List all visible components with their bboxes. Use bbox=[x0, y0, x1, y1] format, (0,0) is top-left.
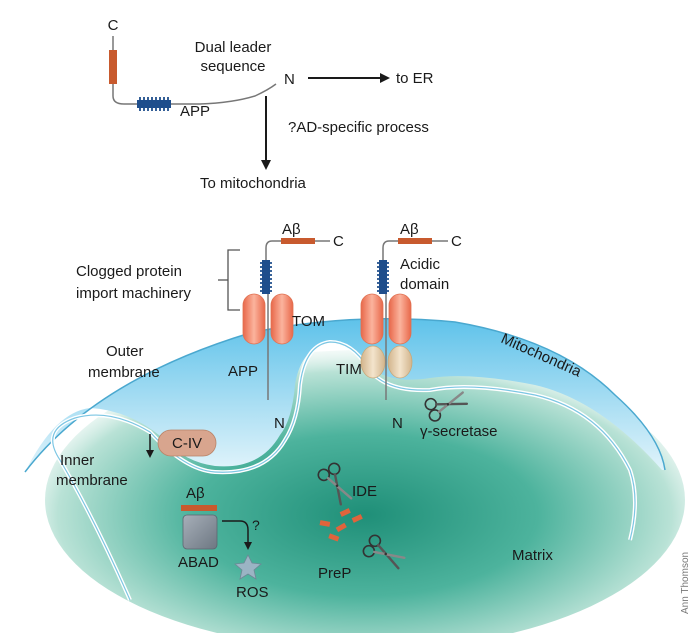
helix-right bbox=[376, 259, 390, 295]
ros-label: ROS bbox=[236, 584, 269, 601]
ros-star-icon bbox=[234, 554, 262, 580]
abeta-fragments bbox=[319, 508, 363, 542]
abad-shape bbox=[182, 514, 218, 550]
app-chain bbox=[112, 84, 137, 105]
acidic-domain-line2: domain bbox=[400, 276, 449, 293]
dual-leader-label-line1: Dual leader bbox=[195, 39, 272, 56]
complex-iv-shape bbox=[157, 429, 217, 457]
artist-credit: Ann Thomson bbox=[680, 552, 691, 614]
outer-membrane-edge bbox=[24, 318, 666, 473]
tom-pore-left-a bbox=[242, 293, 266, 345]
clogged-label-line2: import machinery bbox=[76, 285, 192, 302]
abad-ros-arrow bbox=[222, 520, 252, 550]
clogged-bracket bbox=[227, 249, 240, 311]
to-mitochondria-label: To mitochondria bbox=[200, 175, 307, 192]
abad-label: ABAD bbox=[178, 554, 219, 571]
ad-specific-label: ?AD-specific process bbox=[288, 119, 429, 136]
app-tom-tim-complex-right: Aβ C Acidic domain TIM N bbox=[336, 221, 462, 432]
c-terminus-label: C bbox=[108, 17, 119, 34]
abeta-segment-top bbox=[109, 50, 117, 84]
tim-label: TIM bbox=[336, 361, 362, 378]
c-label-left: C bbox=[333, 233, 344, 250]
tom-pore-right-a bbox=[360, 293, 384, 345]
dual-leader-chain bbox=[171, 83, 277, 105]
tom-label: TOM bbox=[292, 313, 325, 330]
n-label-left: N bbox=[274, 415, 285, 432]
app-label-top: APP bbox=[180, 103, 210, 120]
abeta-label-right: Aβ bbox=[400, 221, 419, 238]
abeta-segment-left bbox=[281, 238, 315, 244]
app-tom-complex-left: Aβ C TOM N APP bbox=[228, 221, 344, 432]
to-er-label: to ER bbox=[396, 70, 434, 87]
inner-membrane-label-line1: Inner bbox=[60, 452, 94, 469]
dual-leader-label-line2: sequence bbox=[200, 58, 265, 75]
abad-complex: Aβ ABAD ? ROS bbox=[178, 485, 269, 601]
app-precursor-schematic: C APP Dual leader sequence N to ER ?AD-s… bbox=[108, 17, 434, 192]
inner-membrane-outline bbox=[52, 341, 636, 601]
abeta-label-abad: Aβ bbox=[186, 485, 205, 502]
clogged-label-line1: Clogged protein bbox=[76, 263, 182, 280]
outer-membrane-label-line1: Outer bbox=[106, 343, 144, 360]
helix-left bbox=[259, 259, 273, 295]
transmembrane-helix-top bbox=[137, 97, 171, 111]
ide-label: IDE bbox=[352, 483, 377, 500]
tim-pore-b bbox=[387, 345, 413, 379]
prep-label: PreP bbox=[318, 565, 351, 582]
abeta-label-left: Aβ bbox=[282, 221, 301, 238]
inner-membrane-label-line2: membrane bbox=[56, 472, 128, 489]
tom-pore-right-b bbox=[388, 293, 412, 345]
app-label-mito: APP bbox=[228, 363, 258, 380]
complex-iv-label: C-IV bbox=[172, 435, 202, 452]
tim-pore-a bbox=[360, 345, 386, 379]
abeta-segment-right bbox=[398, 238, 432, 244]
abad-question-label: ? bbox=[252, 517, 260, 533]
n-label-right: N bbox=[392, 415, 403, 432]
clogged-import-annotation: Clogged protein import machinery bbox=[76, 249, 240, 311]
n-terminus-label: N bbox=[284, 71, 295, 88]
gamma-secretase-label: γ-secretase bbox=[420, 423, 498, 440]
complex-iv: C-IV bbox=[146, 429, 217, 458]
outer-membrane-label-line2: membrane bbox=[88, 364, 160, 381]
acidic-domain-line1: Acidic bbox=[400, 256, 441, 273]
matrix-label: Matrix bbox=[512, 547, 553, 564]
tom-pore-left-b bbox=[270, 293, 294, 345]
c-label-right: C bbox=[451, 233, 462, 250]
abeta-segment-abad bbox=[181, 505, 217, 511]
